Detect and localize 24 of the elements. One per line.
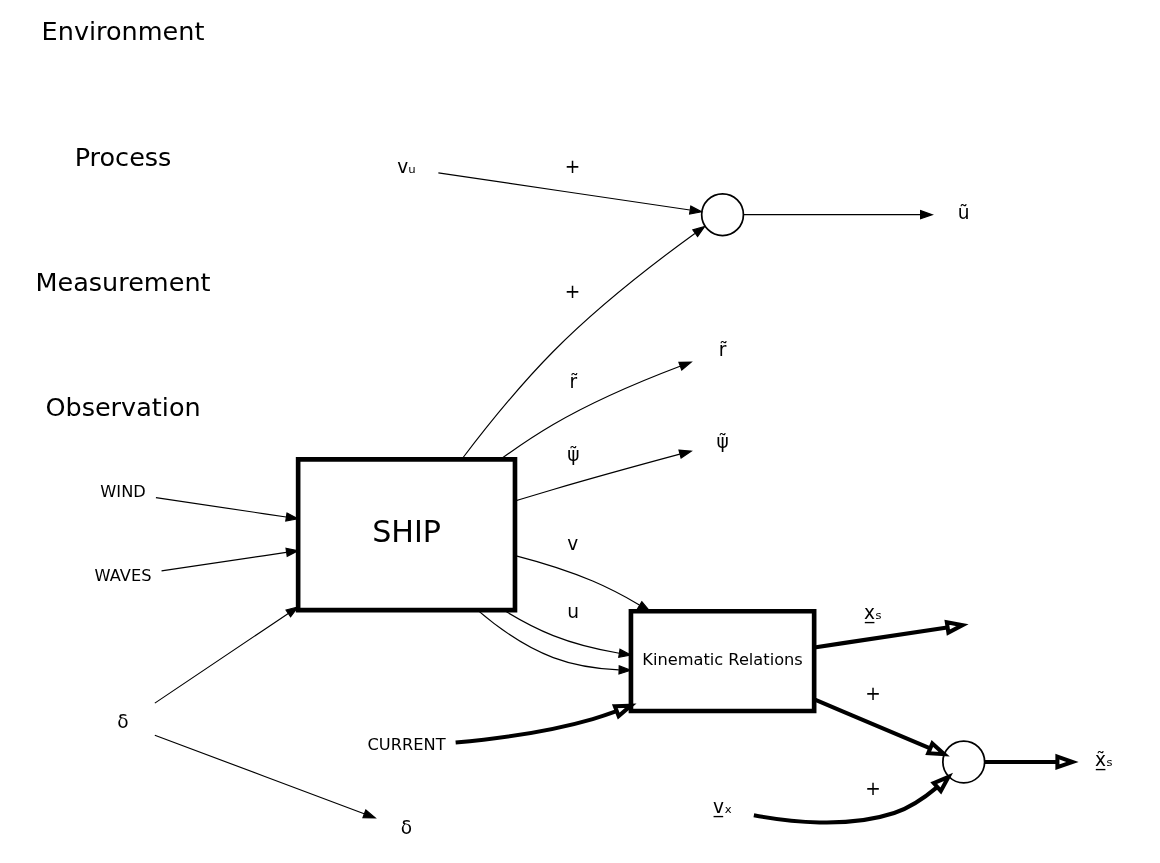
edge-label: r̃ <box>568 371 577 393</box>
edge-label: ψ̃ <box>566 444 579 466</box>
label: Environment <box>41 16 204 47</box>
edge-label: x̲ₛ <box>863 602 882 624</box>
node-text: WAVES <box>94 565 151 585</box>
node-text: r̃ <box>718 338 726 360</box>
edge-label: + <box>564 155 580 177</box>
node-text: δ <box>116 711 129 733</box>
label: Observation <box>44 391 201 422</box>
label: Measurement <box>35 266 211 297</box>
node-text: ψ̃ <box>715 430 729 452</box>
node-text: ũ <box>957 202 970 224</box>
edge-label: u <box>566 600 579 622</box>
label: Process <box>74 141 171 172</box>
edge-label: + <box>864 683 881 705</box>
node-text: vᵤ <box>396 155 416 177</box>
node-text: δ <box>400 816 412 838</box>
node-text: CURRENT <box>367 735 446 755</box>
node-text: WIND <box>99 482 146 502</box>
edge-label: v <box>566 532 578 554</box>
node-text: x̲̃ₛ <box>1094 749 1113 771</box>
edge-label: + <box>564 280 580 302</box>
node-text: v̲ₓ <box>712 795 732 817</box>
edge-label: + <box>864 778 881 800</box>
